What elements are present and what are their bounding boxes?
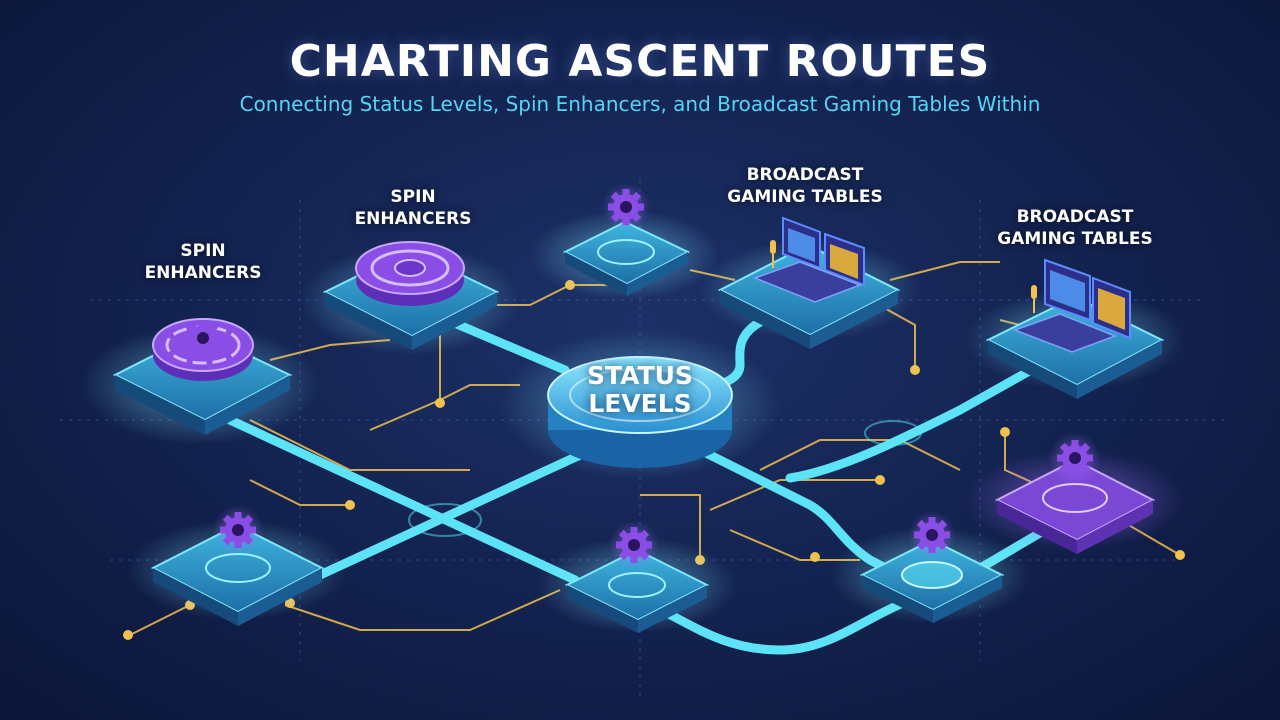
microphone-icon	[770, 240, 776, 268]
page-title: CHARTING ASCENT ROUTES	[289, 36, 991, 87]
route-junction-discs	[408, 420, 922, 537]
route-bottom-center-to-bottom-right	[660, 595, 915, 655]
label-broadcast-gaming-tables-mid: BROADCAST GAMING TABLES	[727, 165, 883, 207]
route-spin-left-to-bottom-center	[225, 415, 580, 585]
label-spin-enhancers-mid: SPIN ENHANCERS	[354, 187, 472, 229]
broadcast-table-mid-platform	[700, 216, 920, 349]
keyboard-icon	[752, 261, 863, 303]
gear-icon	[1057, 440, 1093, 476]
label-status-levels: STATUS LEVELS	[587, 361, 693, 418]
route-bottom-left-to-hub	[315, 450, 585, 580]
keyboard-icon	[1012, 313, 1118, 353]
gear-icon	[185, 320, 221, 356]
page-subtitle: Connecting Status Levels, Spin Enhancers…	[239, 92, 1041, 116]
gear-bottom-center-platform	[537, 520, 737, 633]
gear-right-purple-platform	[965, 432, 1185, 554]
gear-top-platform	[530, 183, 720, 300]
spin-enhancer-mid-platform	[300, 241, 520, 355]
label-spin-enhancers-left: SPIN ENHANCERS	[144, 241, 262, 283]
microphone-icon	[1031, 285, 1037, 313]
gear-bottom-left-platform	[127, 505, 347, 626]
monitor-icon	[1044, 258, 1131, 340]
gear-icon	[220, 512, 256, 548]
broadcast-table-right-platform	[965, 258, 1185, 399]
chip-icon	[355, 241, 465, 306]
route-broadcast-right-to-bottom-right	[785, 360, 1045, 483]
gear-icon	[608, 189, 644, 225]
gear-icon	[616, 527, 652, 563]
gear-icon	[914, 517, 950, 553]
spin-enhancer-left-platform	[80, 318, 320, 445]
label-broadcast-gaming-tables-right: BROADCAST GAMING TABLES	[997, 207, 1153, 249]
gear-bottom-right-platform	[830, 511, 1030, 623]
monitor-icon	[782, 216, 865, 287]
status-levels-hub	[500, 330, 780, 480]
